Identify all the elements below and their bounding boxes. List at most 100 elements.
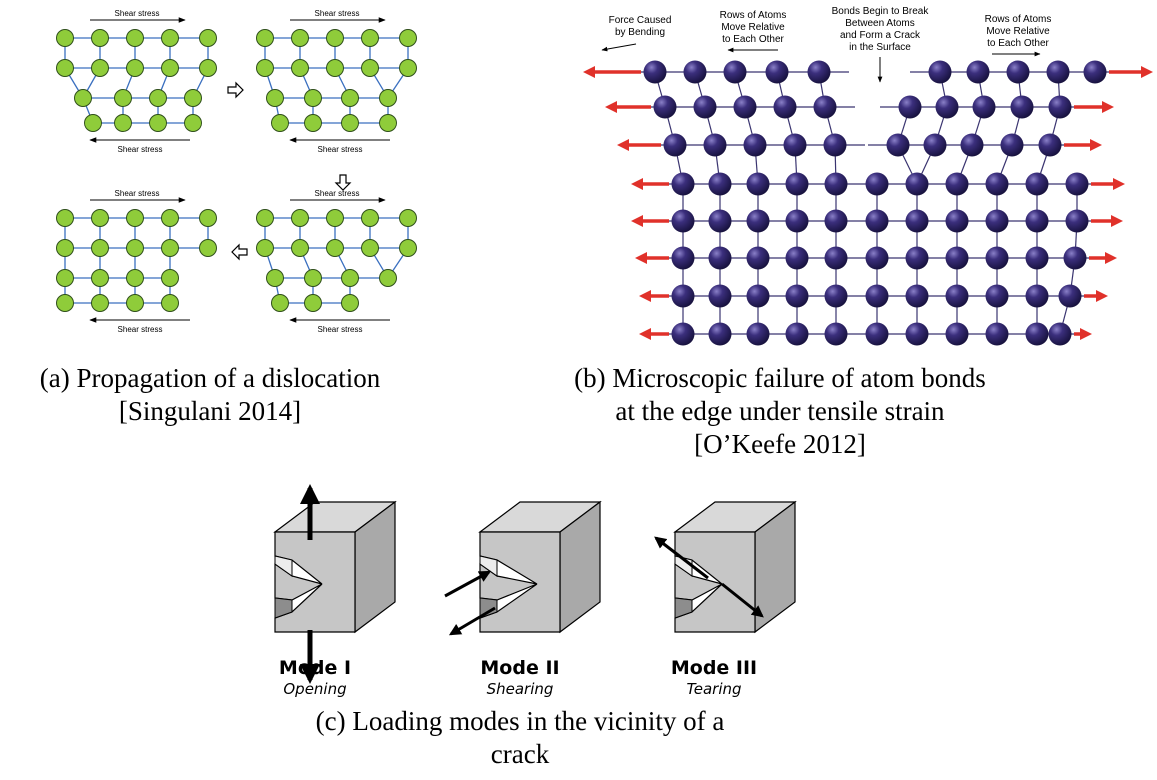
atom xyxy=(663,133,687,157)
atom-bond-diagram: Force Caused by Bending Rows of Atoms Mo… xyxy=(583,6,1153,346)
atom xyxy=(945,172,969,196)
atom xyxy=(746,209,770,233)
force-arrow-left xyxy=(605,101,651,113)
atom xyxy=(785,284,809,308)
atom xyxy=(199,59,217,77)
atom xyxy=(923,133,947,157)
atom xyxy=(905,172,929,196)
atom xyxy=(1063,246,1087,270)
atom xyxy=(56,294,74,312)
atom xyxy=(161,294,179,312)
atom xyxy=(56,59,74,77)
force-arrow-left xyxy=(631,178,669,190)
label-force-line2: by Bending xyxy=(615,27,665,38)
atom xyxy=(161,29,179,47)
mode-3-specimen xyxy=(654,500,797,634)
atom xyxy=(91,269,109,287)
atom xyxy=(1058,284,1082,308)
atom xyxy=(256,59,274,77)
atom xyxy=(341,89,359,107)
atom xyxy=(326,209,344,227)
atom xyxy=(683,60,707,84)
atom xyxy=(785,209,809,233)
mode-2-specimen xyxy=(444,500,602,636)
force-arrow-right xyxy=(1084,290,1108,302)
label-bonds-line1: Bonds Begin to Break xyxy=(832,6,930,17)
force-arrow-right xyxy=(1109,66,1153,78)
atom xyxy=(905,209,929,233)
atom xyxy=(886,133,910,157)
atom xyxy=(91,59,109,77)
atom xyxy=(824,284,848,308)
caption-a-line1: (a) Propagation of a dislocation xyxy=(39,363,381,393)
force-arrow-right xyxy=(1074,101,1114,113)
label-rows-left-line1: Rows of Atoms xyxy=(720,10,787,21)
atom xyxy=(671,209,695,233)
atom xyxy=(671,172,695,196)
atom xyxy=(271,114,289,132)
atom xyxy=(379,114,397,132)
atom xyxy=(785,172,809,196)
mode-3-title: Mode III xyxy=(671,657,757,679)
atom xyxy=(785,322,809,346)
next-step-arrow-right-icon xyxy=(227,81,244,99)
mode-2-title: Mode II xyxy=(480,657,559,679)
atom xyxy=(291,29,309,47)
atom xyxy=(114,89,132,107)
atom xyxy=(824,322,848,346)
atom xyxy=(199,209,217,227)
atom xyxy=(91,29,109,47)
atom xyxy=(905,322,929,346)
force-arrow-right xyxy=(1089,252,1117,264)
atom xyxy=(1065,172,1089,196)
caption-b-line3: [O’Keefe 2012] xyxy=(694,429,866,459)
atom xyxy=(945,209,969,233)
atom xyxy=(199,239,217,257)
atom xyxy=(966,60,990,84)
atom xyxy=(326,29,344,47)
atom xyxy=(928,60,952,84)
atom xyxy=(199,29,217,47)
shear-stress-label-bottom: Shear stress xyxy=(318,325,363,334)
atom xyxy=(985,172,1009,196)
atom xyxy=(960,133,984,157)
atom xyxy=(783,133,807,157)
atom xyxy=(1025,284,1049,308)
atom xyxy=(84,114,102,132)
atom xyxy=(723,60,747,84)
atom xyxy=(945,246,969,270)
atom xyxy=(161,59,179,77)
atom xyxy=(56,209,74,227)
caption-b-line1: (b) Microscopic failure of atom bonds xyxy=(574,363,986,393)
atom xyxy=(945,284,969,308)
atom xyxy=(824,246,848,270)
atom xyxy=(708,172,732,196)
atom xyxy=(161,269,179,287)
caption-c-line2: crack xyxy=(490,739,550,769)
atom xyxy=(56,29,74,47)
atom xyxy=(746,246,770,270)
atom xyxy=(304,114,322,132)
atom xyxy=(671,284,695,308)
label-rows-left-line3: to Each Other xyxy=(722,34,784,45)
atom xyxy=(304,269,322,287)
atom xyxy=(865,322,889,346)
label-bonds-line3: and Form a Crack xyxy=(840,30,921,41)
caption-b-line2: at the edge under tensile strain xyxy=(615,396,945,426)
atom xyxy=(114,114,132,132)
mode-1-title: Mode I xyxy=(279,657,351,679)
atom xyxy=(905,246,929,270)
atom xyxy=(74,89,92,107)
mode-2-subtitle: Shearing xyxy=(487,680,554,698)
atom xyxy=(379,269,397,287)
force-arrow-left xyxy=(617,139,661,151)
atom xyxy=(326,239,344,257)
loading-modes-diagram: Mode I Opening Mode II Shearing Mode III… xyxy=(273,484,797,698)
atom xyxy=(304,294,322,312)
label-bonds-line4: in the Surface xyxy=(849,42,911,53)
atom xyxy=(813,95,837,119)
atom xyxy=(1065,209,1089,233)
atom xyxy=(1046,60,1070,84)
atom xyxy=(361,239,379,257)
force-arrow-right xyxy=(1091,178,1125,190)
